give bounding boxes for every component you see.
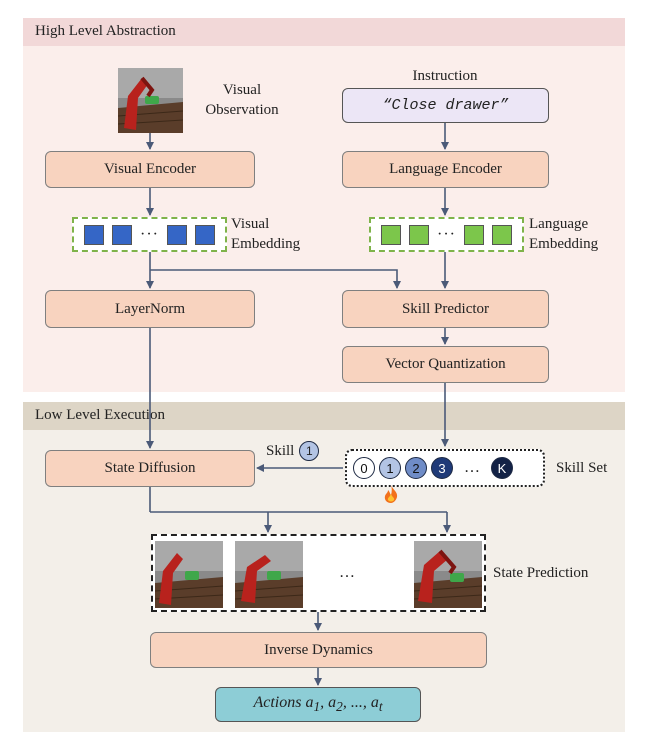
visual-encoder-box: Visual Encoder: [45, 151, 255, 188]
visual-observation-label: Visual Observation: [205, 82, 279, 118]
predicted-frame: [235, 541, 303, 608]
visual-token-ellipsis: ···: [140, 225, 159, 243]
visual-token: [112, 224, 132, 245]
instruction-label: Instruction: [412, 68, 478, 84]
high-level-title: High Level Abstraction: [35, 23, 176, 39]
instruction-box: “Close drawer”: [342, 88, 549, 123]
skill-predictor-box: Skill Predictor: [342, 290, 549, 328]
fire-icon: [383, 485, 399, 503]
skill-set-label: Skill Set: [556, 460, 608, 476]
vector-quantization-box: Vector Quantization: [342, 346, 549, 383]
skill-set-ellipsis: …: [464, 459, 480, 476]
skill-code-3: 3: [431, 457, 453, 479]
language-embedding-label: Language Embedding: [529, 216, 599, 252]
language-token-ellipsis: ···: [437, 225, 456, 243]
predicted-frame: [414, 541, 482, 608]
actions-output-box: Actions a1, a2, ..., at: [215, 687, 421, 722]
selected-skill-badge: 1: [299, 441, 320, 461]
visual-embedding-tokens: ···: [72, 217, 227, 252]
visual-token: [194, 224, 215, 245]
instruction-text: “Close drawer”: [382, 97, 509, 114]
state-prediction-frames: …: [151, 534, 486, 612]
skill-code-k: K: [491, 457, 513, 479]
language-embedding-tokens: ···: [369, 217, 524, 252]
language-token: [409, 224, 429, 245]
skill-code-2: 2: [405, 457, 427, 479]
visual-embedding-label: Visual Embedding: [231, 216, 301, 252]
predicted-frame: [155, 541, 223, 608]
state-diffusion-box: State Diffusion: [45, 450, 255, 487]
language-token: [491, 224, 512, 245]
skill-code-0: 0: [353, 457, 375, 479]
language-encoder-box: Language Encoder: [342, 151, 549, 188]
selected-skill-label: Skill 1: [266, 441, 320, 461]
visual-token: [166, 224, 187, 245]
actions-text: Actions a1, a2, ..., at: [253, 693, 383, 715]
prediction-ellipsis: …: [339, 564, 355, 581]
low-level-header: [23, 402, 625, 430]
layernorm-box: LayerNorm: [45, 290, 255, 328]
language-token: [463, 224, 484, 245]
skill-set-codebook: 0 1 2 3 … K: [345, 449, 545, 487]
language-token: [381, 224, 401, 245]
visual-token: [84, 224, 104, 245]
high-level-header: [23, 18, 625, 46]
visual-observation-image: [118, 68, 183, 133]
state-prediction-label: State Prediction: [493, 565, 589, 581]
low-level-title: Low Level Execution: [35, 407, 165, 423]
inverse-dynamics-box: Inverse Dynamics: [150, 632, 487, 668]
skill-code-1: 1: [379, 457, 401, 479]
